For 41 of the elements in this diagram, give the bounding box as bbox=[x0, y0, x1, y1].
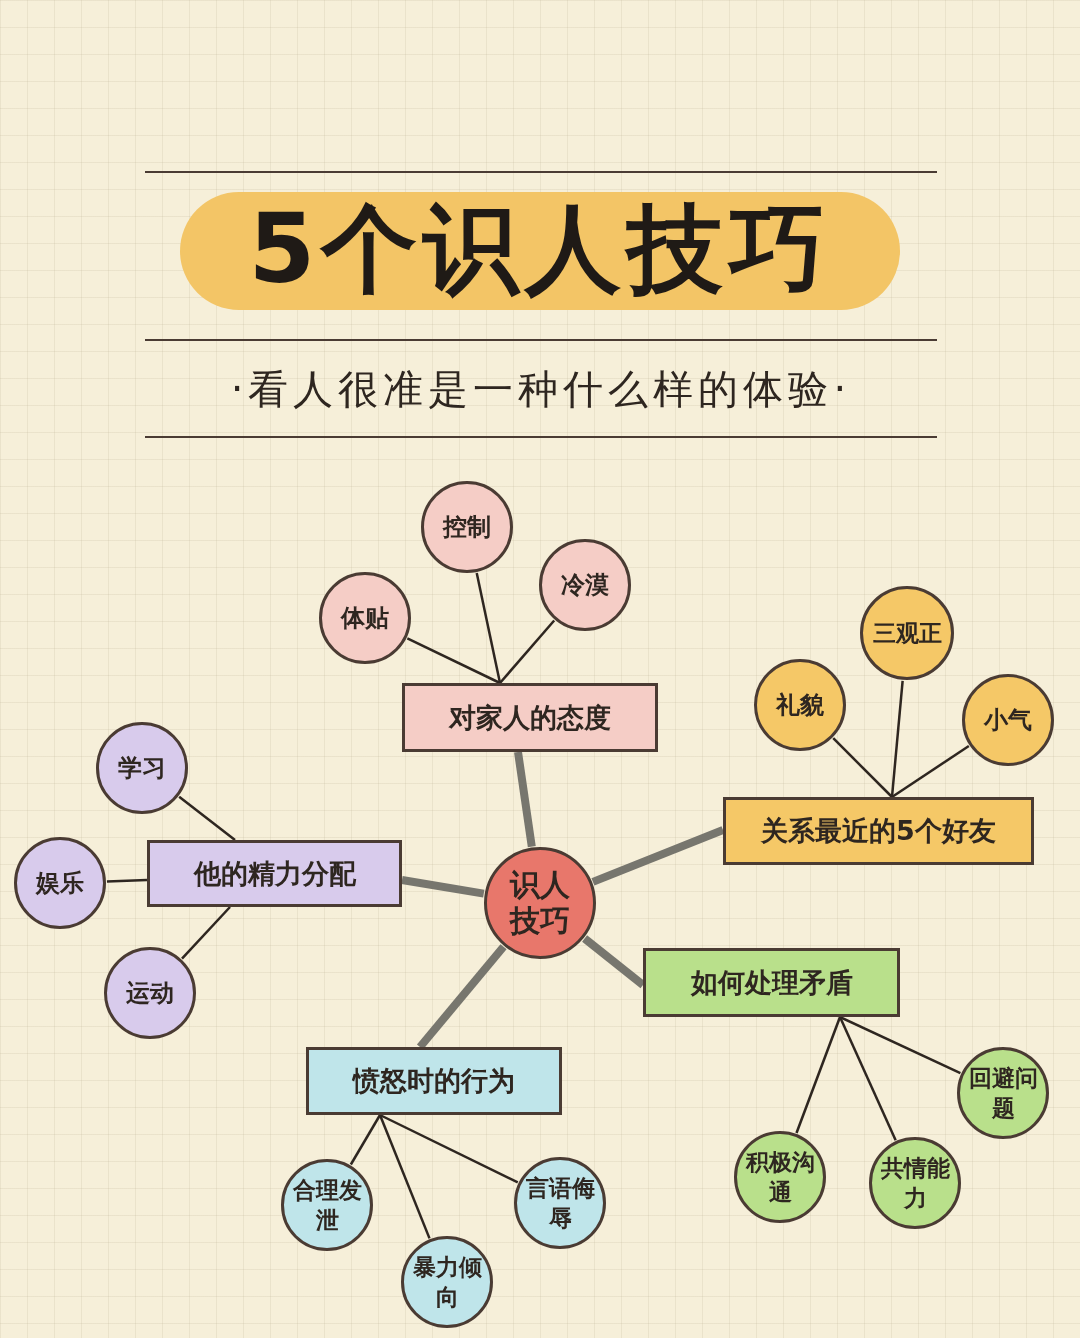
connector-line bbox=[106, 878, 148, 883]
topic-bubble: 共情能力 bbox=[869, 1137, 961, 1229]
topic-bubble: 娱乐 bbox=[14, 837, 106, 929]
topic-bubble: 冷漠 bbox=[539, 539, 631, 631]
topic-bubble: 运动 bbox=[104, 947, 196, 1039]
connector-line bbox=[401, 876, 485, 898]
connector-line bbox=[406, 637, 501, 685]
topic-bubble: 小气 bbox=[962, 674, 1054, 766]
connector-line bbox=[349, 1114, 382, 1166]
topic-bubble: 合理发泄 bbox=[281, 1159, 373, 1251]
connector-line bbox=[591, 826, 725, 886]
topic-bubble: 体贴 bbox=[319, 572, 411, 664]
connector-line bbox=[181, 906, 231, 960]
title: 5个识人技巧 bbox=[180, 192, 900, 310]
connector-line bbox=[838, 1016, 897, 1141]
topic-bubble: 控制 bbox=[421, 481, 513, 573]
connector-line bbox=[795, 1016, 842, 1134]
connector-line bbox=[514, 751, 536, 848]
topic-bubble: 礼貌 bbox=[754, 659, 846, 751]
topic-bubble: 言语侮辱 bbox=[514, 1157, 606, 1249]
center-circle: 识人技巧 bbox=[484, 847, 596, 959]
branch-box: 如何处理矛盾 bbox=[643, 948, 900, 1017]
branch-box: 愤怒时的行为 bbox=[306, 1047, 562, 1115]
connector-line bbox=[832, 737, 893, 798]
subtitle: ·看人很准是一种什么样的体验· bbox=[229, 365, 853, 414]
topic-bubble: 学习 bbox=[96, 722, 188, 814]
branch-box: 对家人的态度 bbox=[402, 683, 658, 752]
topic-bubble: 三观正 bbox=[860, 586, 954, 680]
connector-line bbox=[378, 1114, 431, 1239]
connector-line bbox=[178, 795, 236, 841]
connector-line bbox=[839, 1015, 961, 1075]
connector-line bbox=[475, 572, 502, 684]
connector-line bbox=[499, 619, 556, 684]
connector-line bbox=[379, 1113, 519, 1184]
topic-bubble: 积极沟通 bbox=[734, 1131, 826, 1223]
branch-box: 他的精力分配 bbox=[147, 840, 402, 907]
topic-bubble: 回避问题 bbox=[957, 1047, 1049, 1139]
connector-line bbox=[890, 680, 904, 798]
connector-line bbox=[891, 744, 970, 799]
branch-box: 关系最近的5个好友 bbox=[723, 797, 1034, 865]
topic-bubble: 暴力倾向 bbox=[401, 1236, 493, 1328]
